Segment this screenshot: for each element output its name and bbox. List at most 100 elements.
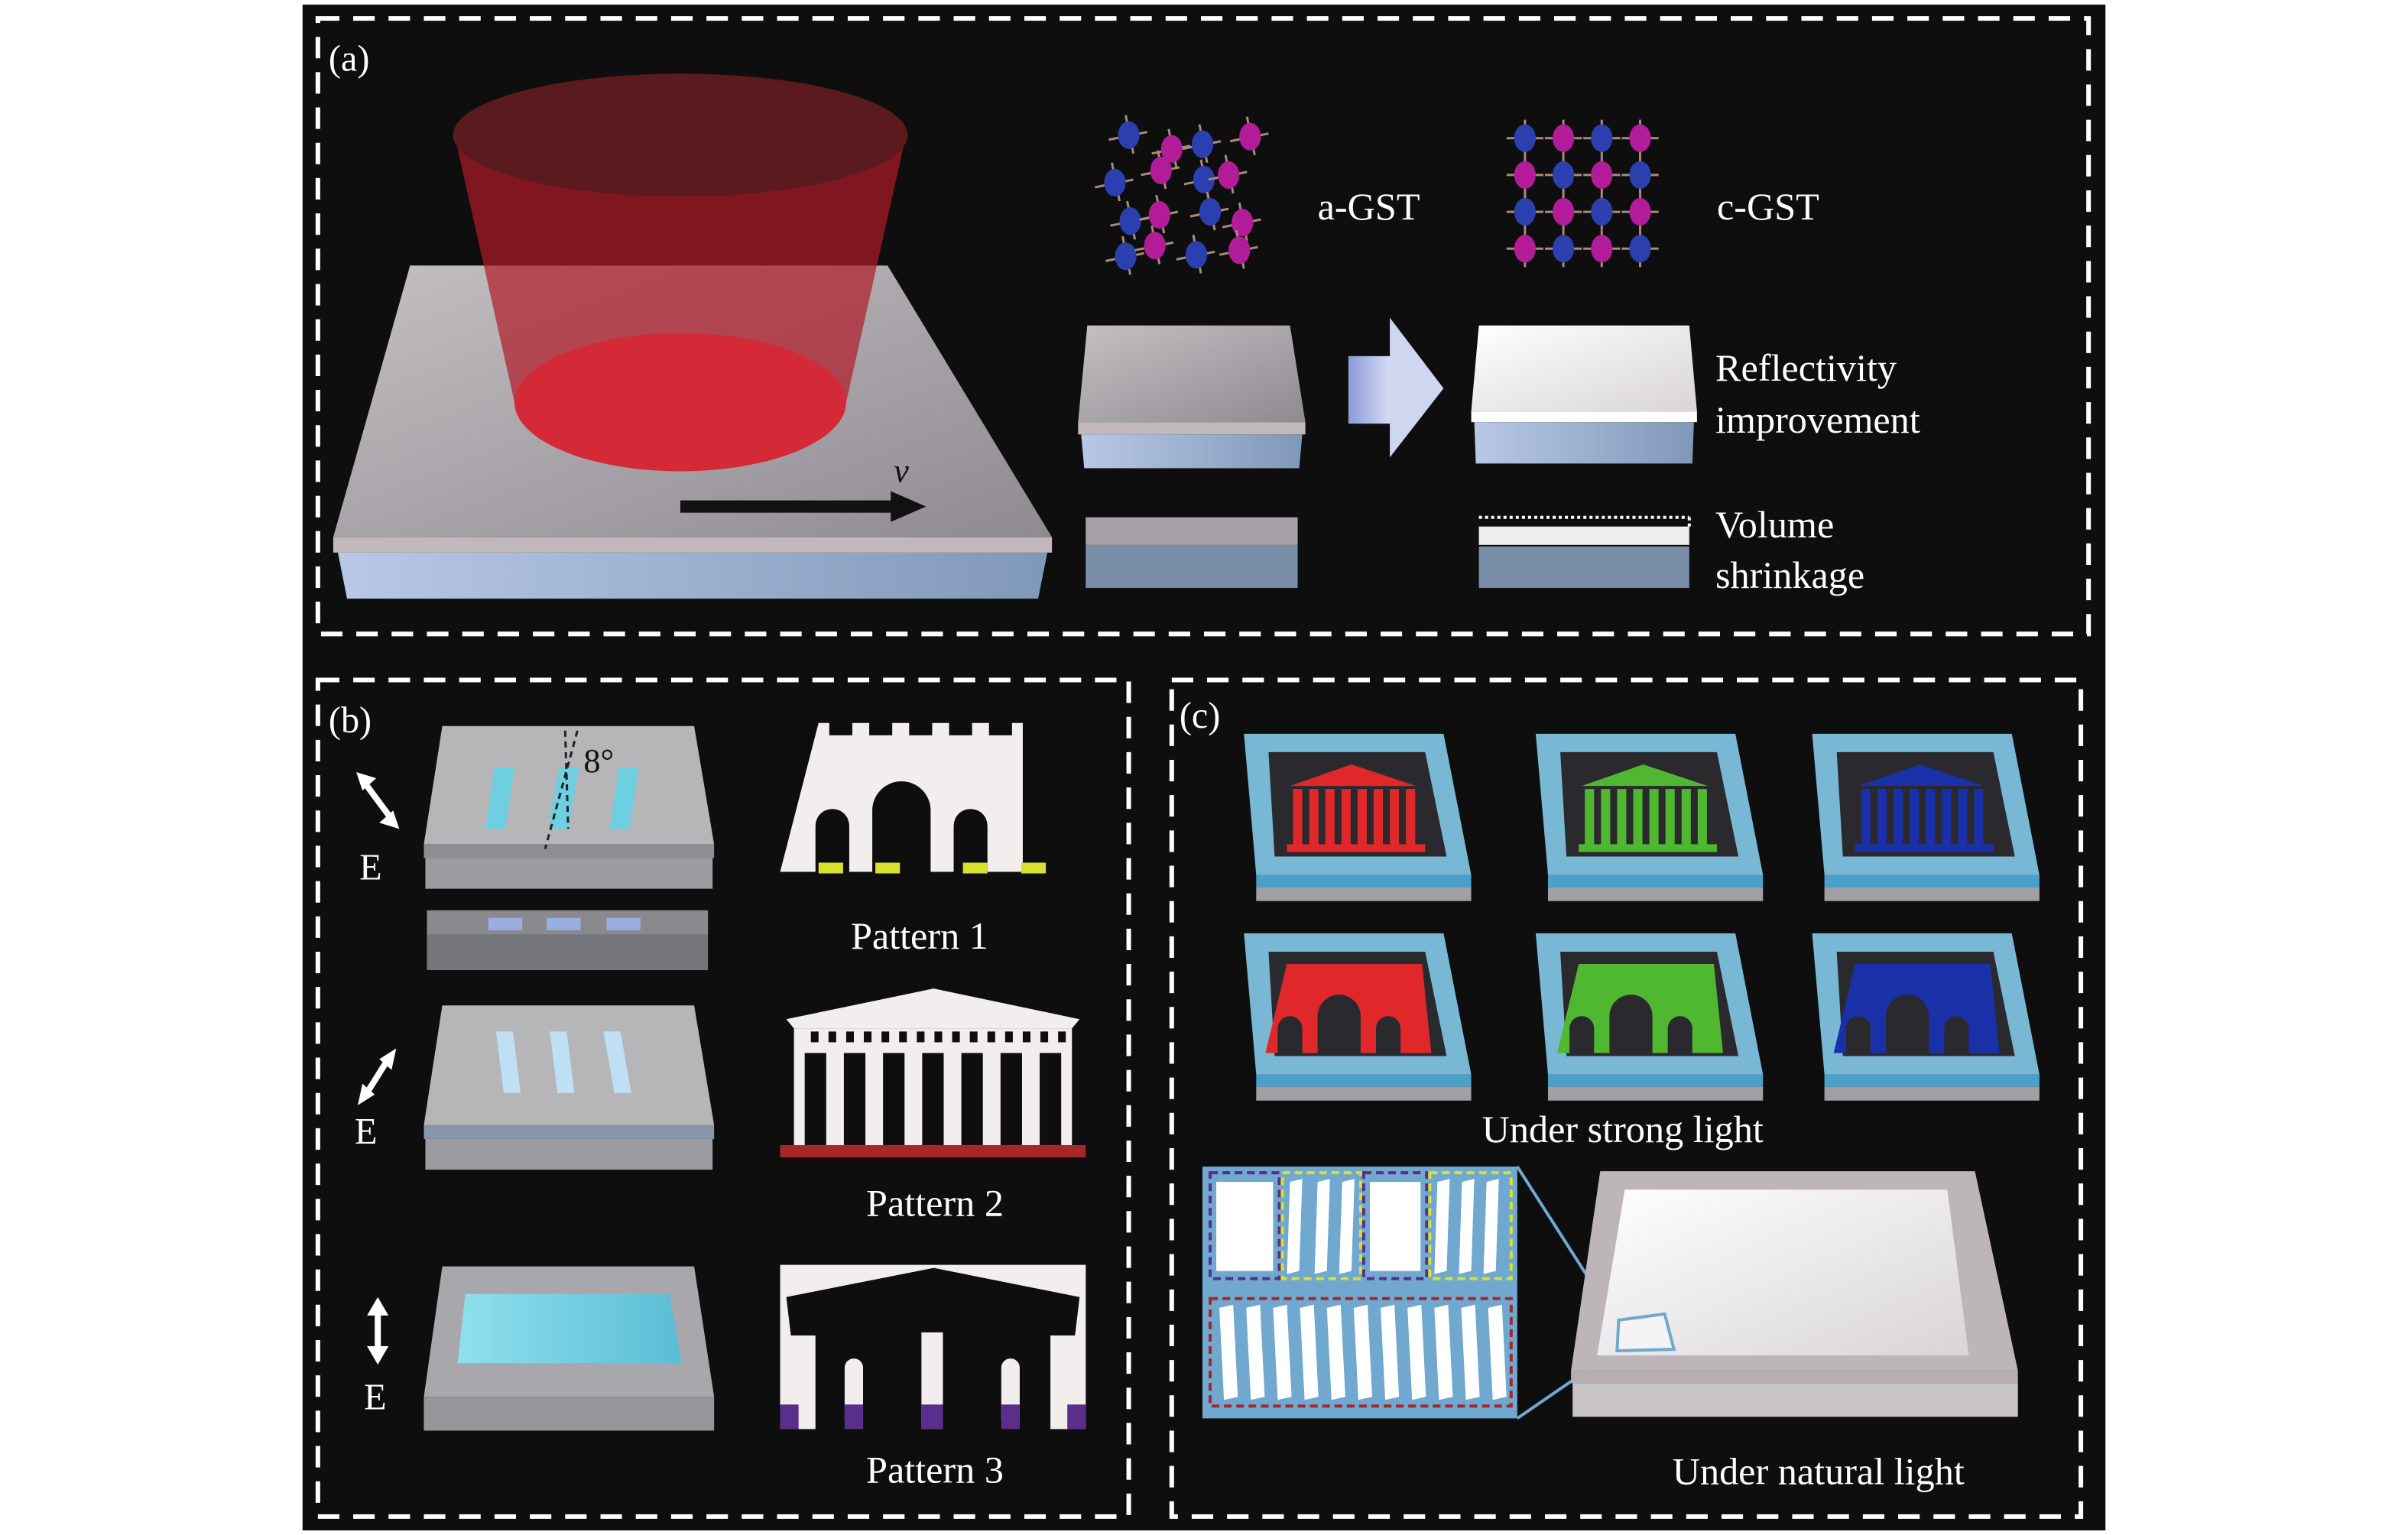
metasurface-film [424, 1266, 715, 1431]
c-gst-label: c-GST [1717, 185, 1819, 228]
amorphous-lattice [1095, 115, 1269, 275]
atom [1629, 124, 1651, 152]
atom [1148, 201, 1170, 229]
pattern-2-label: Pattern 2 [866, 1181, 1004, 1224]
atom [1514, 235, 1536, 263]
panel-b-label: (b) [329, 700, 372, 741]
nanobar [1314, 1179, 1330, 1274]
shrunken-crystalline-block [1478, 515, 1691, 589]
atom [1629, 198, 1651, 226]
atom [1514, 124, 1536, 152]
nanobar [1407, 1304, 1426, 1400]
polarization-arrow-1 [356, 772, 400, 829]
atom [1591, 235, 1613, 263]
velocity-label: v [894, 453, 909, 490]
panel-a-label: (a) [329, 38, 369, 79]
atom [1239, 122, 1261, 151]
metasurface-vertical-bars [424, 1005, 715, 1170]
angle-label: 8° [583, 742, 614, 780]
nanobar [1219, 1304, 1238, 1400]
reflectivity-label-line1: Reflectivity [1715, 346, 1897, 389]
atom [1629, 161, 1651, 189]
atom [1150, 156, 1172, 184]
atom [1514, 198, 1536, 226]
nanobar [1339, 1179, 1355, 1274]
panel-a: (a) v a-GST c-GST [315, 16, 2092, 637]
pattern-1-gate [780, 722, 1047, 874]
panel-a-border [315, 16, 2092, 637]
unit-cell-zoom [1202, 1167, 1517, 1419]
pattern-tile [1244, 733, 1472, 901]
atom [1514, 161, 1536, 189]
pattern-tile [1812, 933, 2040, 1101]
nanobar [1461, 1304, 1480, 1400]
nanobar [1488, 1304, 1507, 1400]
pattern-3-label: Pattern 3 [866, 1449, 1004, 1491]
atom [1629, 235, 1651, 263]
polarization-arrow-3 [367, 1296, 389, 1365]
atom [1193, 165, 1215, 194]
atom [1119, 207, 1141, 235]
pattern-tile [1812, 733, 2040, 901]
pattern-1-label: Pattern 1 [851, 914, 988, 957]
panel-c-border [1169, 677, 2084, 1519]
nanobar [1273, 1304, 1292, 1400]
atom [1591, 161, 1613, 189]
polarization-arrow-2 [358, 1048, 397, 1105]
transition-arrow [1348, 317, 1444, 458]
atom [1218, 161, 1240, 189]
panel-b: (b) 8° [315, 677, 1131, 1519]
nanobar [1483, 1179, 1499, 1274]
atom [1553, 124, 1575, 152]
atom [1115, 242, 1137, 271]
atom [1553, 161, 1575, 189]
amorphous-block [1078, 325, 1306, 469]
field-label-2: E [355, 1111, 377, 1152]
crystalline-lattice [1506, 119, 1659, 268]
atom [1228, 236, 1251, 264]
atom [1591, 124, 1613, 152]
laser-beam [453, 73, 908, 472]
atom [1118, 121, 1140, 149]
field-label-3: E [364, 1377, 386, 1417]
atom [1104, 168, 1126, 197]
atom [1553, 235, 1575, 263]
volume-label-line2: shrinkage [1715, 553, 1864, 596]
strong-light-caption: Under strong light [1482, 1108, 1764, 1150]
atom [1185, 241, 1208, 269]
nanobar [1434, 1179, 1450, 1274]
nanobar [1434, 1304, 1453, 1400]
pattern-tile [1535, 933, 1764, 1101]
atom [1553, 198, 1575, 226]
atom [1199, 198, 1222, 226]
nanobar [1459, 1179, 1475, 1274]
a-gst-label: a-GST [1318, 185, 1420, 228]
panel-c: (c) Under strong light Under natural lig… [1169, 677, 2084, 1519]
atom [1160, 135, 1183, 163]
nanobar [1353, 1304, 1372, 1400]
field-label-1: E [359, 848, 381, 888]
nanobar [1300, 1304, 1319, 1400]
natural-light-caption: Under natural light [1673, 1450, 1965, 1493]
panel-b-border [315, 677, 1131, 1519]
crystalline-block [1471, 325, 1697, 464]
pattern-2-temple [780, 988, 1086, 1158]
panel-c-label: (c) [1180, 696, 1220, 736]
nanobar [1246, 1304, 1265, 1400]
pattern-tile [1244, 933, 1472, 1101]
atom [1144, 232, 1166, 260]
metasurface-oblique-bars [424, 725, 715, 889]
nanobar [1326, 1304, 1345, 1400]
pattern-3-facade [780, 1264, 1086, 1430]
amorphous-thickness-block [1086, 517, 1298, 589]
cross-section [427, 910, 709, 971]
atom [1591, 198, 1613, 226]
atom [1191, 130, 1214, 158]
nanobar [1381, 1304, 1400, 1400]
atom [1232, 209, 1254, 237]
volume-label-line1: Volume [1715, 503, 1834, 546]
reflectivity-label-line2: improvement [1715, 398, 1920, 441]
colored-tiles [1244, 733, 2040, 1101]
pattern-tile [1535, 733, 1764, 901]
